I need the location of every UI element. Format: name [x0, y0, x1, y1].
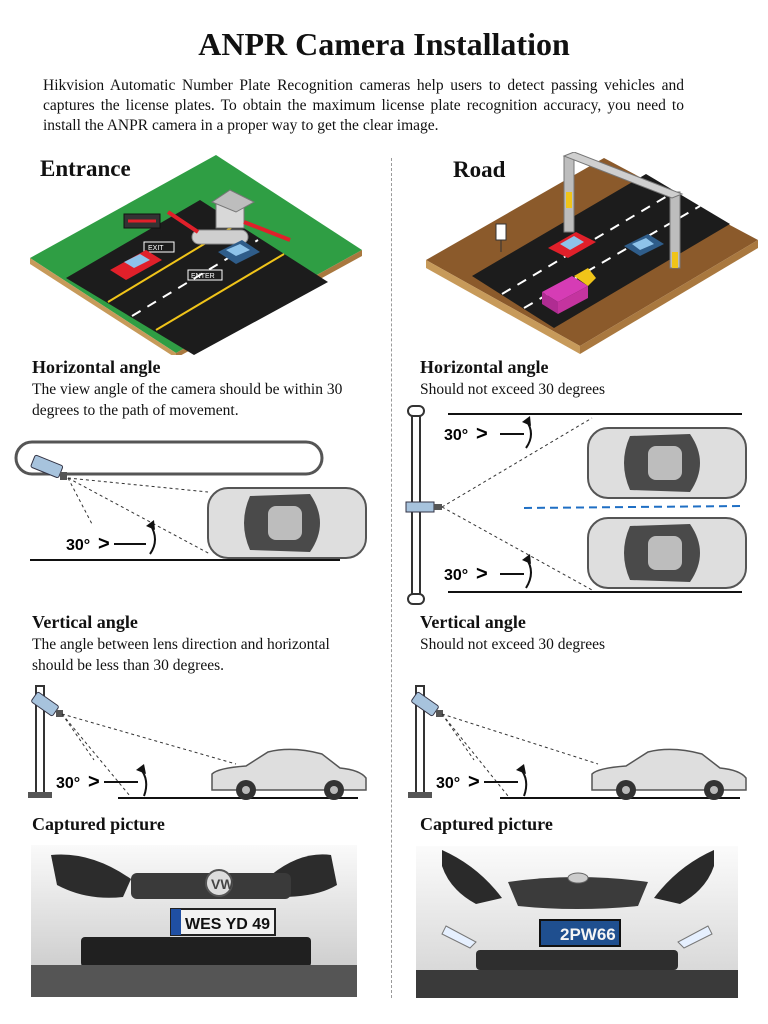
greater-than-icon: >: [88, 771, 100, 793]
side-view-car-icon: [591, 748, 747, 800]
road-vertical-text: Should not exceed 30 degrees: [420, 636, 606, 653]
entrance-captured-photo: VW WES YD 49: [31, 845, 357, 997]
camera-icon: [411, 691, 443, 717]
page-title: ANPR Camera Installation: [198, 26, 570, 62]
road-horizontal-title: Horizontal angle: [420, 357, 549, 377]
side-view-car-icon: [211, 748, 367, 800]
blue-car-icon: [218, 240, 260, 264]
greater-than-icon: >: [98, 533, 110, 555]
top-view-car-icon: [587, 427, 747, 499]
entrance-vertical-diagram: 30° >: [28, 685, 367, 800]
red-car-icon: [548, 232, 596, 258]
camera-icon: [405, 501, 442, 513]
exit-label: EXIT: [148, 245, 164, 252]
angle-label: 30°: [436, 775, 460, 792]
entrance-captured-title: Captured picture: [32, 814, 165, 834]
angle-label-top: 30°: [444, 427, 468, 444]
road-horizontal-text: Should not exceed 30 degrees: [420, 381, 606, 398]
enter-label: ENTER: [191, 273, 215, 280]
entrance-heading: Entrance: [40, 156, 131, 181]
svg-text:VW: VW: [211, 876, 234, 892]
column-divider: [391, 158, 392, 998]
road-captured-title: Captured picture: [420, 814, 553, 834]
angle-label-bottom: 30°: [444, 567, 468, 584]
angle-label: 30°: [56, 775, 80, 792]
road-vertical-diagram: 30° >: [408, 685, 747, 800]
road-heading: Road: [453, 157, 506, 182]
entrance-horizontal-text: The view angle of the camera should be w…: [32, 381, 343, 419]
pink-truck-icon: [542, 268, 596, 314]
road-scene-illustration: [426, 152, 758, 354]
camera-icon: [31, 691, 63, 717]
road-horizontal-diagram: 30° > 30° >: [405, 405, 747, 605]
greater-than-icon: >: [476, 563, 488, 585]
greater-than-icon: >: [468, 771, 480, 793]
entrance-scene-illustration: EXIT ENTER: [30, 155, 362, 355]
top-view-car-icon: [207, 487, 367, 559]
plate-text: 2PW66: [560, 925, 616, 944]
entrance-horizontal-title: Horizontal angle: [32, 357, 161, 377]
red-car-icon: [110, 250, 162, 280]
entrance-vertical-text: The angle between lens direction and hor…: [32, 636, 330, 674]
entrance-horizontal-diagram: 30° >: [14, 440, 367, 561]
road-vertical-title: Vertical angle: [420, 612, 526, 632]
camera-icon: [30, 454, 67, 480]
blue-car-icon: [624, 234, 664, 256]
angle-label: 30°: [66, 537, 90, 554]
plate-text: WES YD 49: [185, 916, 270, 933]
road-captured-photo: 2PW66: [416, 846, 738, 998]
greater-than-icon: >: [476, 423, 488, 445]
entrance-vertical-title: Vertical angle: [32, 612, 138, 632]
top-view-car-icon: [587, 517, 747, 589]
intro-paragraph: Hikvision Automatic Number Plate Recogni…: [43, 77, 684, 134]
